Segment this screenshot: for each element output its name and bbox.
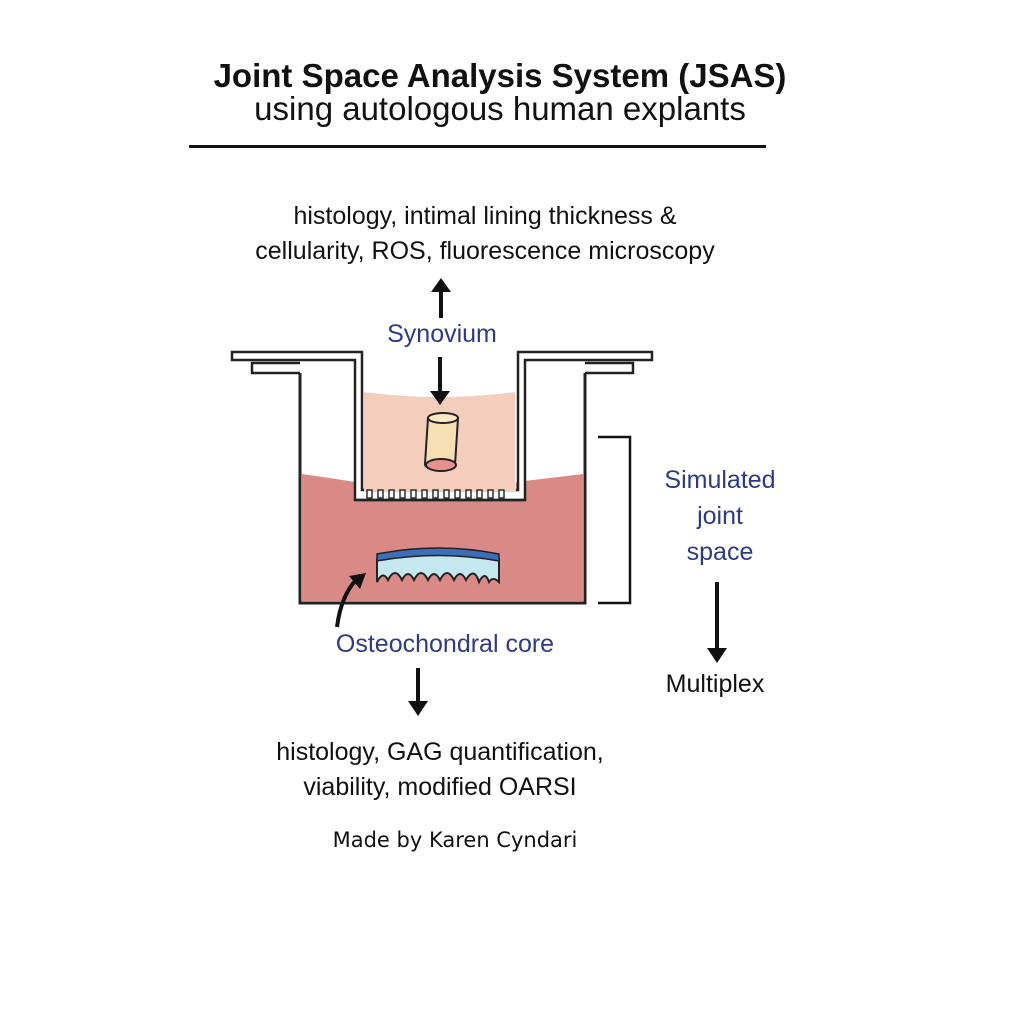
sjs-line-1: Simulated [664,466,776,494]
arrow-up-synovium-output [431,278,451,318]
arrow-curved-core [335,573,366,628]
multiplex-label: Multiplex [665,670,765,698]
synovium-label: Synovium [387,320,497,348]
simulated-joint-space-label: Simulated joint space [640,462,800,570]
arrow-down-core-output [408,668,428,716]
credit-text: Made by Karen Cyndari [332,828,578,852]
joint-space-bracket [598,435,632,605]
sjs-line-3: space [686,538,754,566]
osteochondral-core [376,547,500,585]
arrow-down-synovium [430,357,450,405]
diagram-subtitle: using autologous human explants [254,90,746,127]
synovium-outputs-line-2: cellularity, ROS, fluorescence microscop… [255,237,715,265]
arrow-down-multiplex [707,582,727,663]
transwell-insert [230,350,654,502]
core-outputs-line-2: viability, modified OARSI [303,773,577,801]
synovium-outputs: histology, intimal lining thickness & ce… [190,199,780,269]
synovium-outputs-line-1: histology, intimal lining thickness & [293,202,677,230]
membrane-pores [366,489,505,499]
lower-medium [302,474,583,601]
title-divider [189,145,766,148]
core-outputs-line-1: histology, GAG quantification, [276,738,604,766]
outer-well [250,361,635,605]
osteochondral-core-label: Osteochondral core [335,630,555,658]
sjs-line-2: joint [697,502,743,530]
synovium-explant [423,412,460,472]
diagram-title: Joint Space Analysis System (JSAS) [213,57,787,94]
core-outputs: histology, GAG quantification, viability… [220,735,660,805]
